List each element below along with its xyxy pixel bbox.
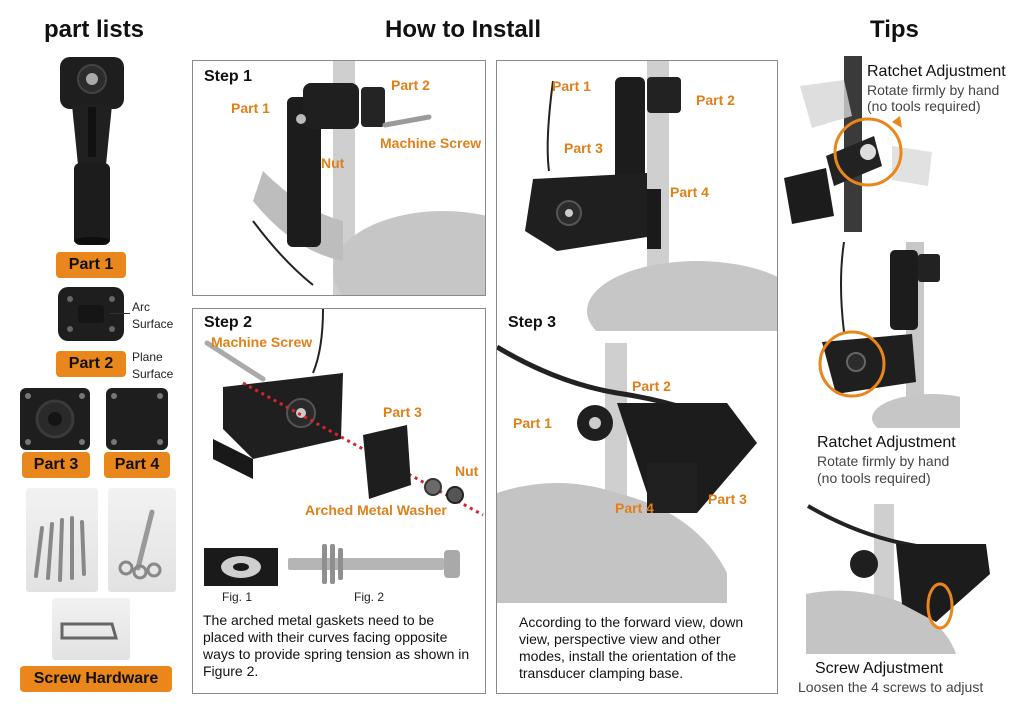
step1-part2-label: Part 2 xyxy=(391,77,430,93)
part2-badge: Part 2 xyxy=(56,351,126,377)
tip2-sub2: (no tools required) xyxy=(817,470,931,486)
step3-part3-label: Part 3 xyxy=(708,491,747,507)
how-to-install-heading: How to Install xyxy=(385,16,541,43)
tip3-title: Screw Adjustment xyxy=(815,660,944,677)
fig2-image xyxy=(284,540,464,588)
tip2-title: Ratchet Adjustment xyxy=(817,434,956,451)
tip1-sub1: Rotate firmly by hand xyxy=(867,82,1000,98)
step1-machine-screw-label: Machine Screw xyxy=(380,135,482,151)
step2-part3-label: Part 3 xyxy=(383,404,422,420)
tip2-sub1: Rotate firmly by hand xyxy=(817,453,950,469)
step1-panel xyxy=(192,60,486,296)
step3-panel xyxy=(496,60,778,694)
tip3-screw-image xyxy=(806,504,992,654)
step1-illustration xyxy=(252,61,485,295)
arc-surface-label-1: Arc xyxy=(132,300,150,314)
top-part3-label: Part 3 xyxy=(564,140,603,156)
fig1-image xyxy=(204,548,278,586)
plane-surface-label-1: Plane xyxy=(132,350,163,364)
fig1-caption: Fig. 1 xyxy=(222,590,253,604)
part3-badge: Part 3 xyxy=(22,452,90,478)
step-top-illustration xyxy=(525,61,777,331)
tip2-ratchet-image xyxy=(812,242,960,428)
top-part2-label: Part 2 xyxy=(696,92,735,108)
plane-surface-label-2: Surface xyxy=(132,367,174,381)
arc-surface-leader xyxy=(110,313,130,314)
screw-bag-image xyxy=(26,488,98,592)
part4-badge: Part 4 xyxy=(104,452,170,478)
step3-part2-label: Part 2 xyxy=(632,378,671,394)
step3-part4-label: Part 4 xyxy=(615,500,654,516)
step3-description: According to the forward view, down view… xyxy=(519,614,744,681)
arc-surface-label-2: Surface xyxy=(132,317,174,331)
screw-hardware-badge: Screw Hardware xyxy=(20,666,172,692)
step3-title: Step 3 xyxy=(508,314,557,331)
step2-arched-washer-label: Arched Metal Washer xyxy=(305,502,447,518)
step2-machine-screw-label: Machine Screw xyxy=(211,334,313,350)
part-lists-heading: part lists xyxy=(44,16,145,43)
tip3-sub: Loosen the 4 screws to adjust xyxy=(798,679,984,695)
hex-key-bag-image xyxy=(52,598,130,660)
part2-image xyxy=(56,285,126,343)
fig2-caption: Fig. 2 xyxy=(354,590,385,604)
step2-description: The arched metal gaskets need to be plac… xyxy=(203,612,470,679)
step1-part1-label: Part 1 xyxy=(231,100,270,116)
tip1-title: Ratchet Adjustment xyxy=(867,63,1006,80)
part4-image xyxy=(104,386,170,452)
step2-illustration xyxy=(204,309,484,517)
step1-title: Step 1 xyxy=(204,68,253,85)
tip1-sub2: (no tools required) xyxy=(867,98,981,114)
tips-heading: Tips xyxy=(870,16,919,43)
part1-image xyxy=(58,55,126,247)
top-part1-label: Part 1 xyxy=(552,78,591,94)
step2-nut-label: Nut xyxy=(455,463,479,479)
step2-title: Step 2 xyxy=(204,314,253,331)
step3-part1-label: Part 1 xyxy=(513,415,552,431)
washer-bag-image xyxy=(108,488,176,592)
part1-badge: Part 1 xyxy=(56,252,126,278)
top-part4-label: Part 4 xyxy=(670,184,709,200)
tip1-ratchet-image xyxy=(782,56,952,232)
step3-illustration xyxy=(497,343,757,603)
step1-nut-label: Nut xyxy=(321,155,345,171)
step2-panel xyxy=(192,308,486,694)
part3-image xyxy=(18,386,92,452)
